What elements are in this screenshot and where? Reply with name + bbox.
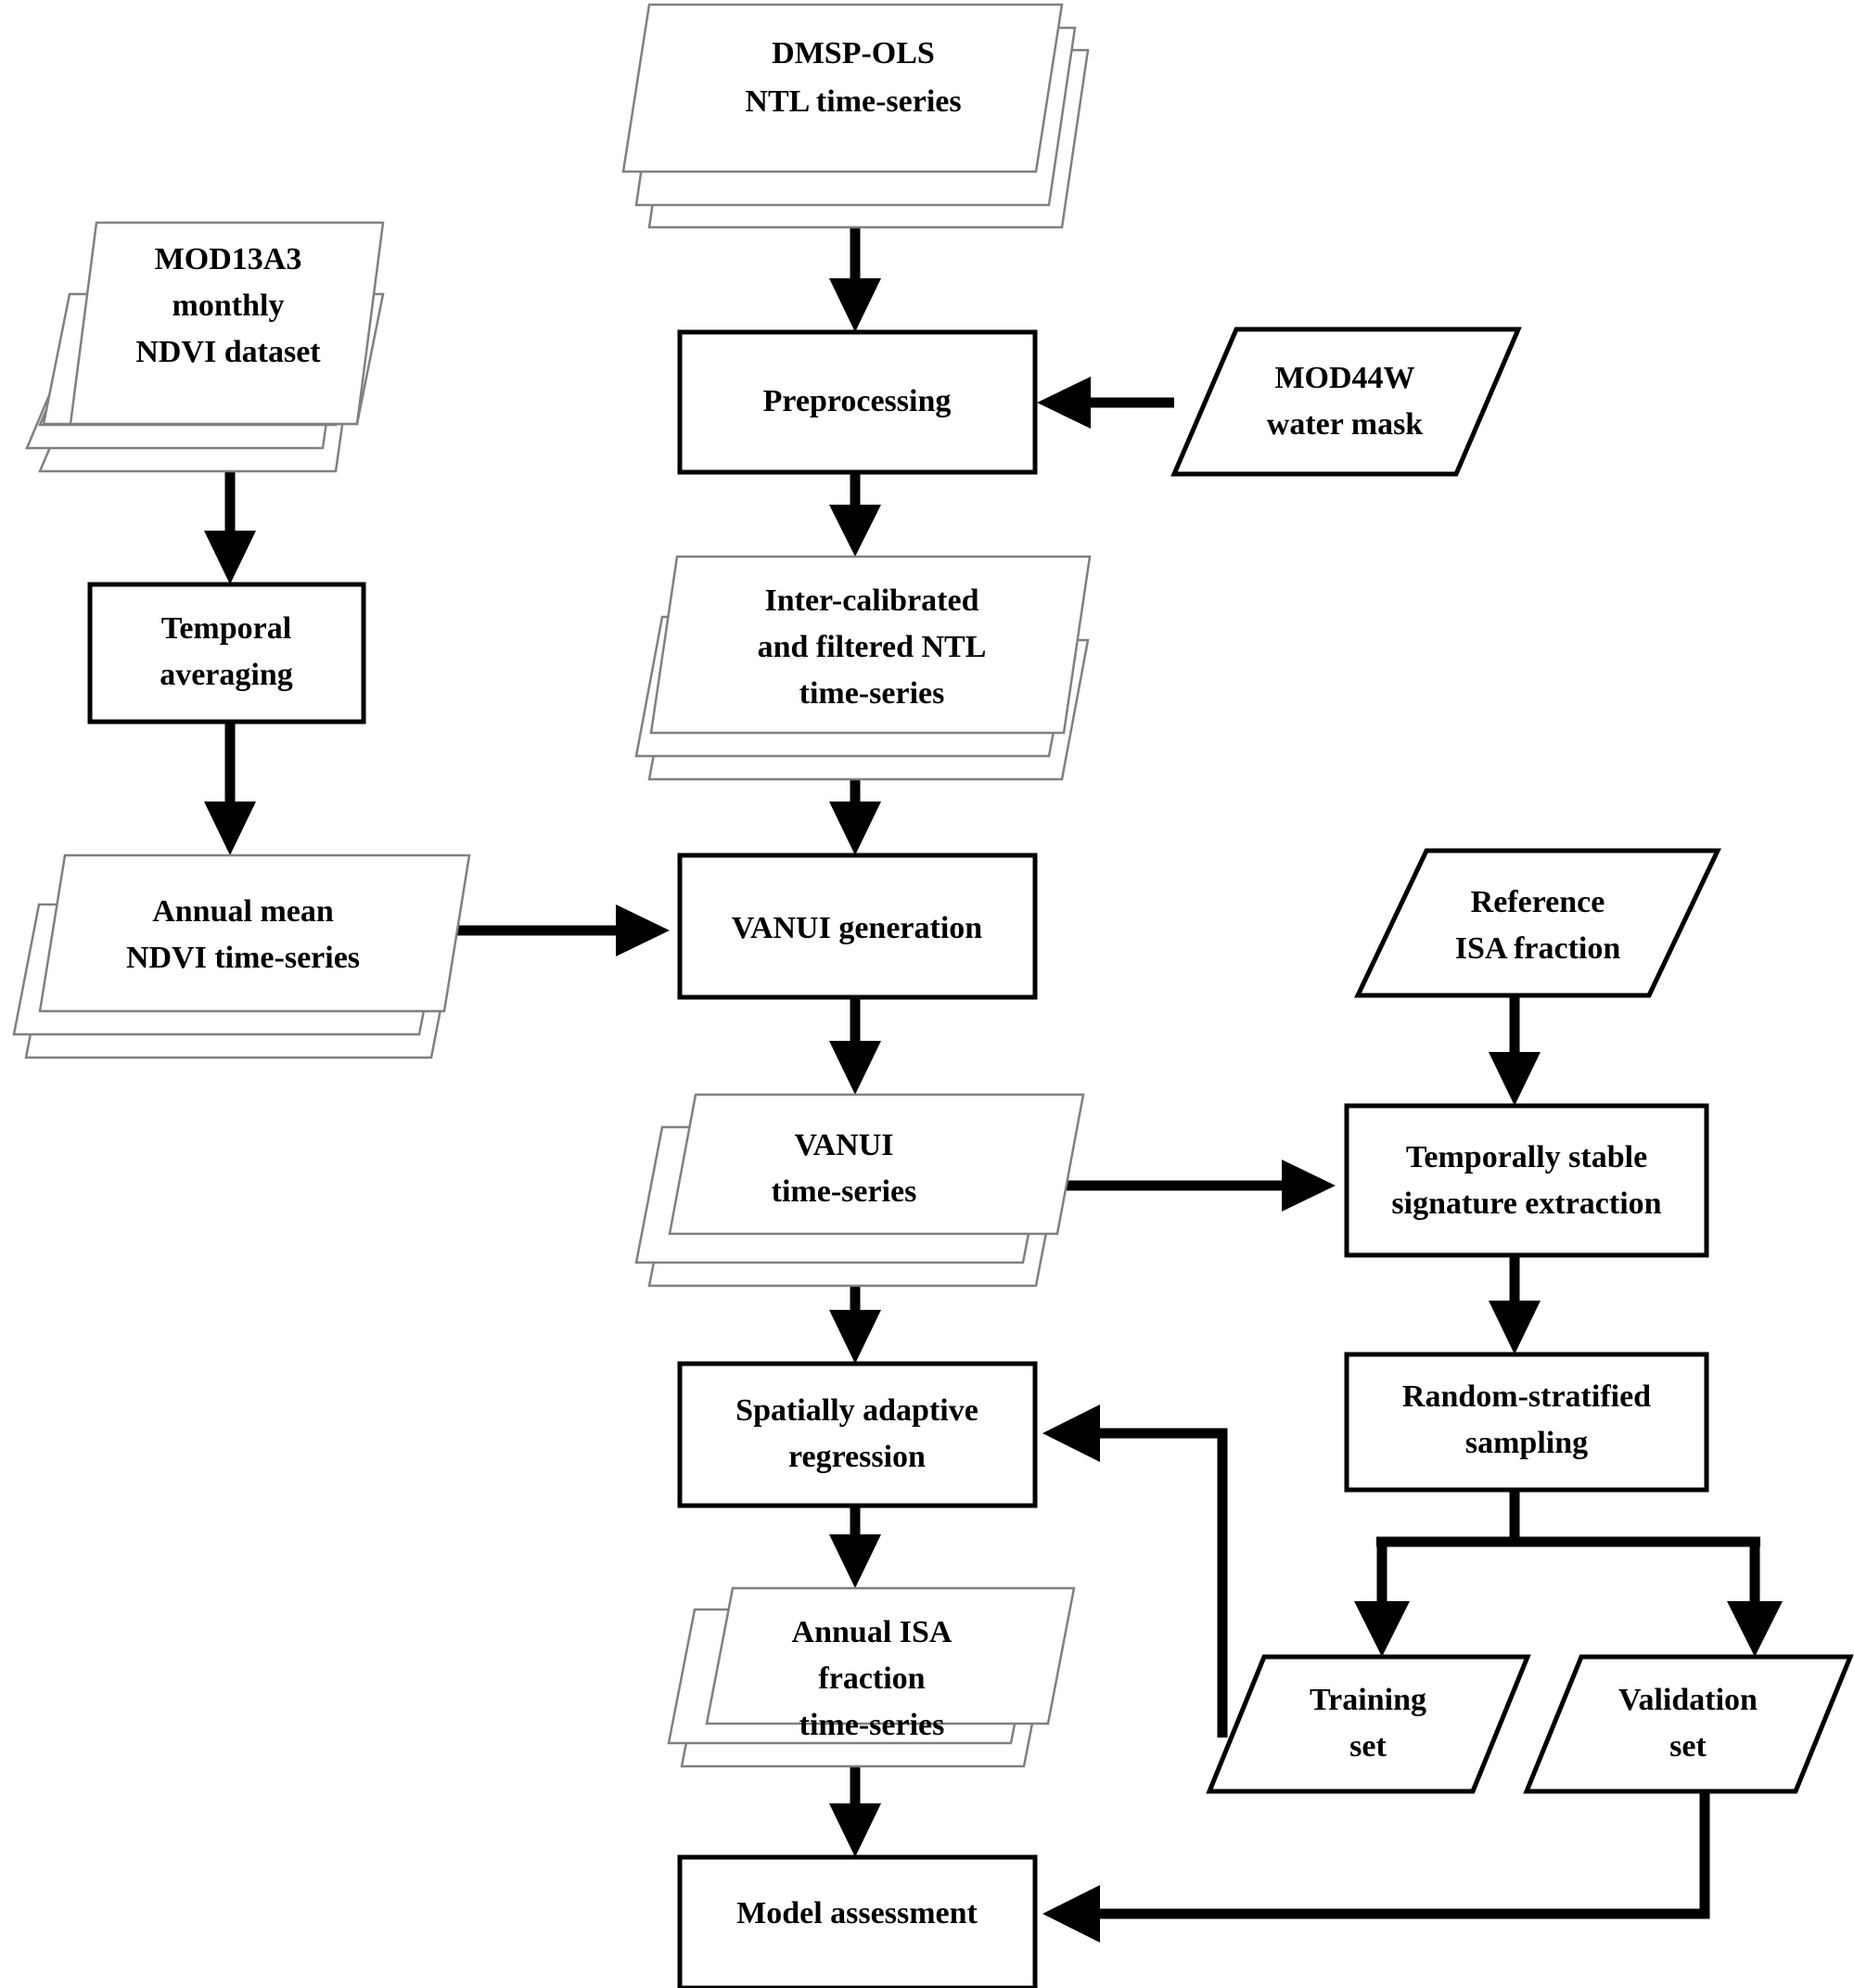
edge-mod44w-to-preprocessing (1037, 377, 1174, 429)
node-intercalibrated-line-2: time-series (799, 676, 945, 711)
edge-annual-ndvi-to-vanui-generation (445, 904, 670, 956)
node-annual-ndvi-line-1: NDVI time-series (126, 941, 360, 975)
node-annual-ndvi-line-0: Annual mean (152, 894, 334, 929)
node-random-sampling-line-0: Random-stratified (1402, 1379, 1651, 1414)
node-annual-mean-ndvi[interactable]: Annual mean NDVI time-series (12, 853, 471, 1059)
node-validation-set[interactable]: Validation set (1523, 1654, 1854, 1794)
node-mod13a3[interactable]: MOD13A3 monthly NDVI dataset (25, 221, 385, 473)
edge-vanui-timeseries-to-spatial-regression (829, 1286, 881, 1364)
node-training-set-line-0: Training (1310, 1683, 1426, 1717)
node-reference-isa-line-0: Reference (1471, 885, 1605, 919)
node-dmsp-ols[interactable]: DMSP-OLS NTL time-series (621, 3, 1090, 229)
edge-reference-isa-to-stable-signature (1489, 995, 1541, 1106)
node-stable-signature[interactable]: Temporally stable signature extraction (1344, 1103, 1709, 1258)
edge-random-sampling-split (1354, 1484, 1783, 1657)
node-dmsp-ols-line-0: DMSP-OLS (772, 36, 935, 71)
node-vanui-timeseries-line-1: time-series (772, 1174, 917, 1209)
node-annual-isa-line-1: fraction (818, 1661, 925, 1696)
node-mod13a3-line-2: NDVI dataset (135, 335, 321, 369)
node-annual-isa-line-2: time-series (799, 1708, 945, 1742)
node-vanui-timeseries[interactable]: VANUI time-series (634, 1093, 1085, 1288)
edge-spatial-regression-to-annual-isa (829, 1506, 881, 1588)
node-reference-isa[interactable]: Reference ISA fraction (1354, 848, 1721, 998)
node-random-sampling[interactable]: Random-stratified sampling (1344, 1352, 1709, 1493)
node-mod44w[interactable]: MOD44W water mask (1170, 327, 1522, 477)
node-model-assessment-line-0: Model assessment (736, 1896, 978, 1930)
node-temporal-averaging-line-0: Temporal (161, 611, 291, 646)
node-validation-set-line-0: Validation (1618, 1683, 1758, 1717)
node-mod44w-line-0: MOD44W (1274, 361, 1414, 395)
edge-preprocessing-to-intercalibrated (829, 472, 881, 557)
node-spatial-regression[interactable]: Spatially adaptive regression (677, 1361, 1038, 1508)
node-reference-isa-line-1: ISA fraction (1455, 931, 1621, 966)
node-validation-set-line-1: set (1669, 1729, 1707, 1764)
node-mod13a3-line-1: monthly (173, 289, 285, 323)
node-model-assessment[interactable]: Model assessment (677, 1854, 1038, 1988)
node-training-set[interactable]: Training set (1206, 1654, 1531, 1794)
node-training-set-line-1: set (1349, 1729, 1387, 1764)
node-intercalibrated-line-0: Inter-calibrated (764, 584, 978, 618)
node-stable-signature-line-1: signature extraction (1391, 1186, 1661, 1221)
node-stable-signature-line-0: Temporally stable (1406, 1140, 1647, 1174)
node-vanui-generation-line-0: VANUI generation (732, 911, 983, 945)
node-mod44w-line-1: water mask (1267, 407, 1423, 442)
edge-temporal-averaging-to-annual-ndvi (204, 722, 256, 855)
edge-annual-isa-to-model-assessment (829, 1766, 881, 1857)
node-vanui-timeseries-line-0: VANUI (794, 1128, 893, 1162)
node-intercalibrated-ntl[interactable]: Inter-calibrated and filtered NTL time-s… (634, 555, 1092, 781)
edge-intercalibrated-to-vanui-generation (829, 779, 881, 855)
node-annual-isa-line-0: Annual ISA (792, 1615, 953, 1649)
node-mod13a3-line-0: MOD13A3 (155, 242, 302, 276)
node-temporal-averaging-line-1: averaging (160, 658, 293, 692)
node-dmsp-ols-line-1: NTL time-series (745, 84, 961, 119)
node-annual-isa-fraction[interactable]: Annual ISA fraction time-series (667, 1586, 1076, 1768)
edge-vanui-generation-to-vanui-timeseries (829, 997, 881, 1095)
edge-mod13a3-to-temporal-averaging (204, 471, 256, 584)
node-spatial-regression-line-1: regression (788, 1440, 926, 1474)
node-intercalibrated-line-1: and filtered NTL (758, 630, 987, 664)
node-preprocessing-line-0: Preprocessing (763, 384, 952, 418)
node-preprocessing[interactable]: Preprocessing (677, 329, 1038, 475)
node-spatial-regression-line-0: Spatially adaptive (735, 1393, 978, 1428)
connectors (204, 172, 1783, 1943)
edge-validation-set-to-model-assessment (1042, 1791, 1710, 1943)
node-vanui-generation[interactable]: VANUI generation (677, 853, 1038, 1000)
node-temporal-averaging[interactable]: Temporal averaging (87, 582, 366, 725)
edge-training-set-to-spatial-regression (1042, 1404, 1228, 1738)
node-random-sampling-line-1: sampling (1465, 1426, 1588, 1460)
edge-stable-signature-to-random-sampling (1489, 1255, 1541, 1354)
